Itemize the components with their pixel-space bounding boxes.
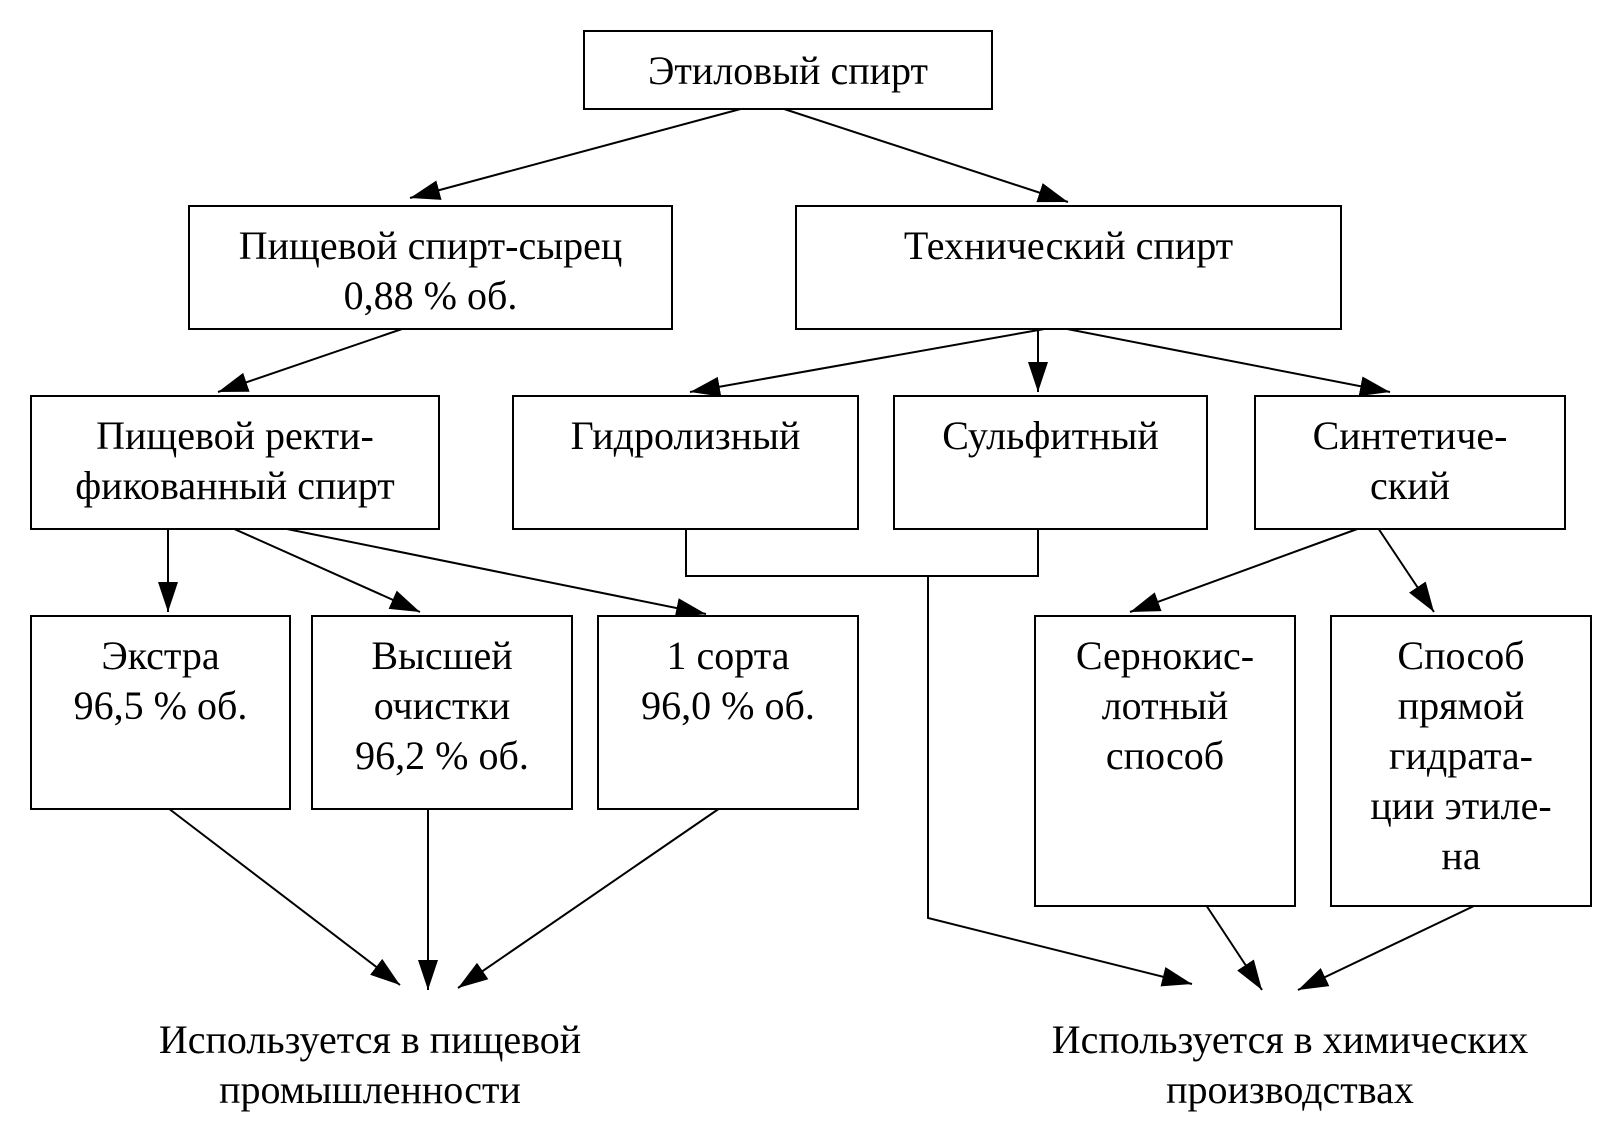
edge-root-food-raw [409, 106, 749, 200]
edge-synthetic-direct [1377, 527, 1435, 613]
node-direct-hydration: Способ прямой гидрата- ции этиле- на [1330, 615, 1592, 907]
outcome-food-industry: Используется в пищевой промышленности [158, 1017, 582, 1112]
edge-first-food [457, 807, 721, 989]
node-synthetic: Синтетиче- ский [1254, 395, 1566, 530]
node-extra: Экстра 96,5 % об. [30, 615, 291, 810]
edge-technical-synthetic [1061, 327, 1391, 397]
node-highest-purity: Высшей очистки 96,2 % об. [311, 615, 573, 810]
node-sulfite: Сульфитный [893, 395, 1208, 530]
edge-hydro-sulfite-bracket [685, 528, 1039, 577]
edge-root-technical [777, 106, 1069, 203]
edge-food-raw-food-rect [217, 327, 406, 393]
edge-synthetic-sulfuric [1129, 527, 1361, 613]
outcome-chemical-industry: Используется в химических производствах [1051, 1017, 1529, 1112]
edge-sulfuric-chemical [1205, 904, 1263, 991]
edge-food-rect-highest [231, 527, 421, 613]
node-sulfuric-acid-method: Сернокис- лотный способ [1034, 615, 1296, 907]
node-hydrolysis: Гидролизный [512, 395, 859, 530]
edge-bracket-chemical [927, 576, 1193, 987]
node-food-rectified-spirit: Пищевой ректи- фикованный спирт [30, 395, 440, 530]
node-first-grade: 1 сорта 96,0 % об. [597, 615, 859, 810]
node-ethyl-alcohol: Этиловый спирт [583, 30, 993, 110]
node-technical-spirit: Технический спирт [795, 205, 1342, 330]
edge-food-rect-first [281, 527, 707, 618]
edge-technical-hydrolysis [689, 327, 1051, 397]
edge-extra-food [167, 807, 401, 986]
node-food-raw-spirit: Пищевой спирт-сырец 0,88 % об. [188, 205, 673, 330]
edge-direct-chemical [1297, 904, 1477, 991]
